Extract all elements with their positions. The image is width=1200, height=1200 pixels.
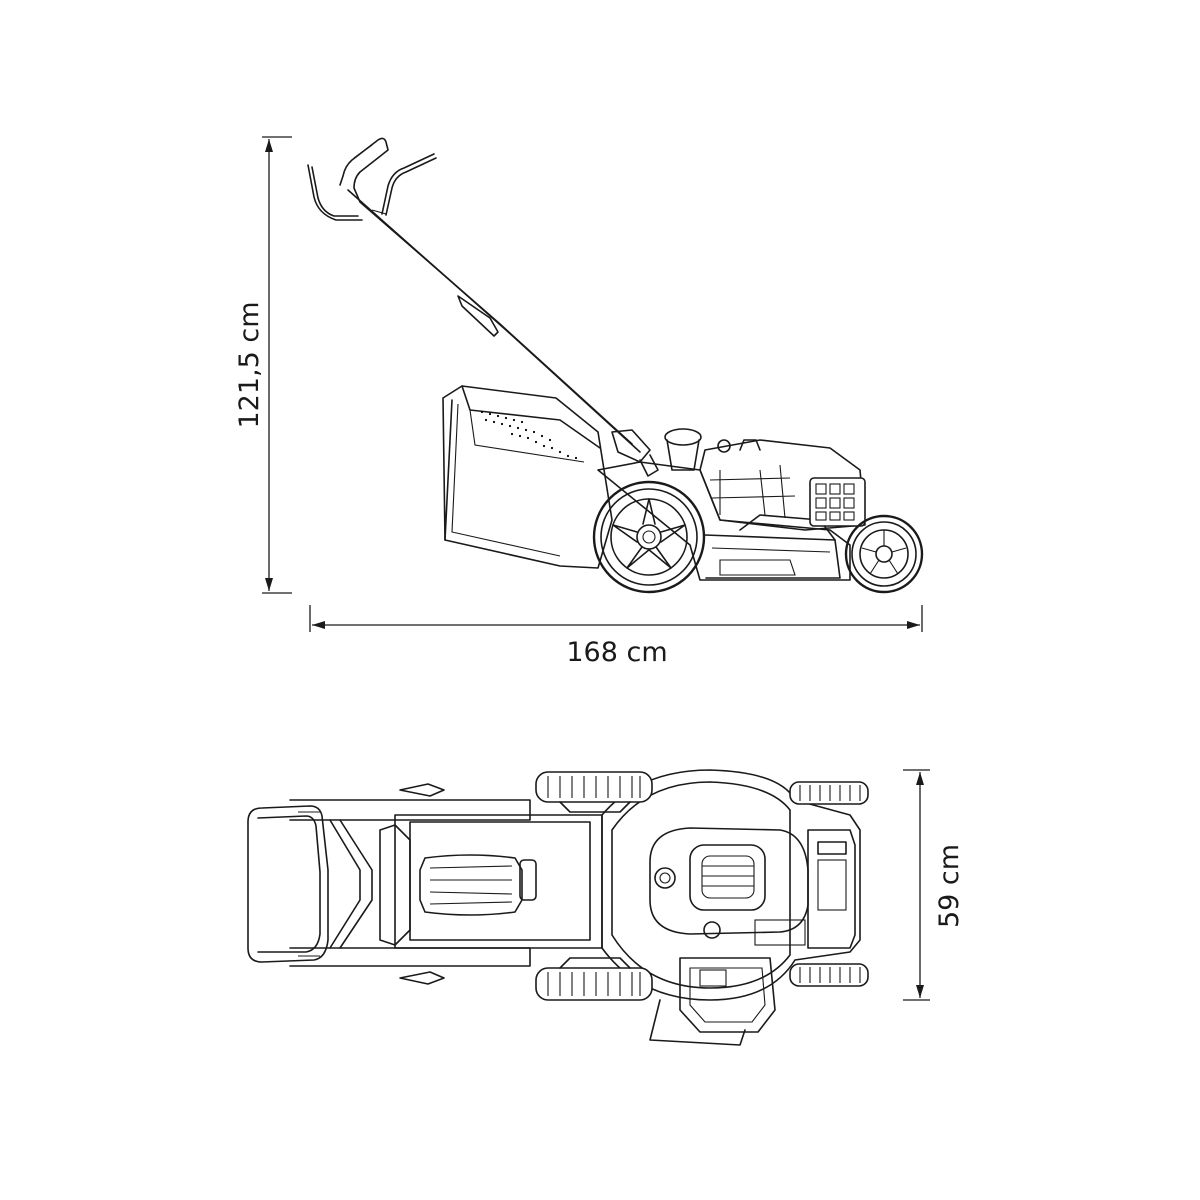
- length-dimension-line: [309, 605, 923, 632]
- engine-top: [649, 827, 856, 949]
- rear-wheel-side: [592, 480, 706, 594]
- engine-side: [664, 428, 866, 531]
- grass-catcher-side: [442, 385, 613, 569]
- front-wheel-side: [844, 514, 924, 594]
- height-label: 121,5 cm: [234, 301, 265, 428]
- side-view-drawing: 121,5 cm 168 cm: [234, 136, 924, 668]
- top-view-drawing: 59 cm: [247, 769, 965, 1046]
- handle-top: [247, 783, 531, 985]
- rear-left-wheel-top: [535, 771, 653, 813]
- width-label: 59 cm: [934, 844, 965, 928]
- front-right-wheel-top: [789, 963, 869, 987]
- bag-vent-dots: [480, 410, 578, 460]
- width-dimension-line: [903, 769, 930, 1001]
- front-left-wheel-top: [789, 781, 869, 805]
- deck-top: [601, 769, 861, 1001]
- side-discharge-top: [649, 957, 776, 1046]
- length-label: 168 cm: [566, 637, 667, 668]
- rear-right-wheel-top: [535, 957, 653, 1001]
- mower-deck-side: [597, 461, 851, 581]
- height-dimension-line: [262, 136, 292, 594]
- grass-catcher-top: [394, 814, 603, 949]
- handle-side: [307, 137, 659, 477]
